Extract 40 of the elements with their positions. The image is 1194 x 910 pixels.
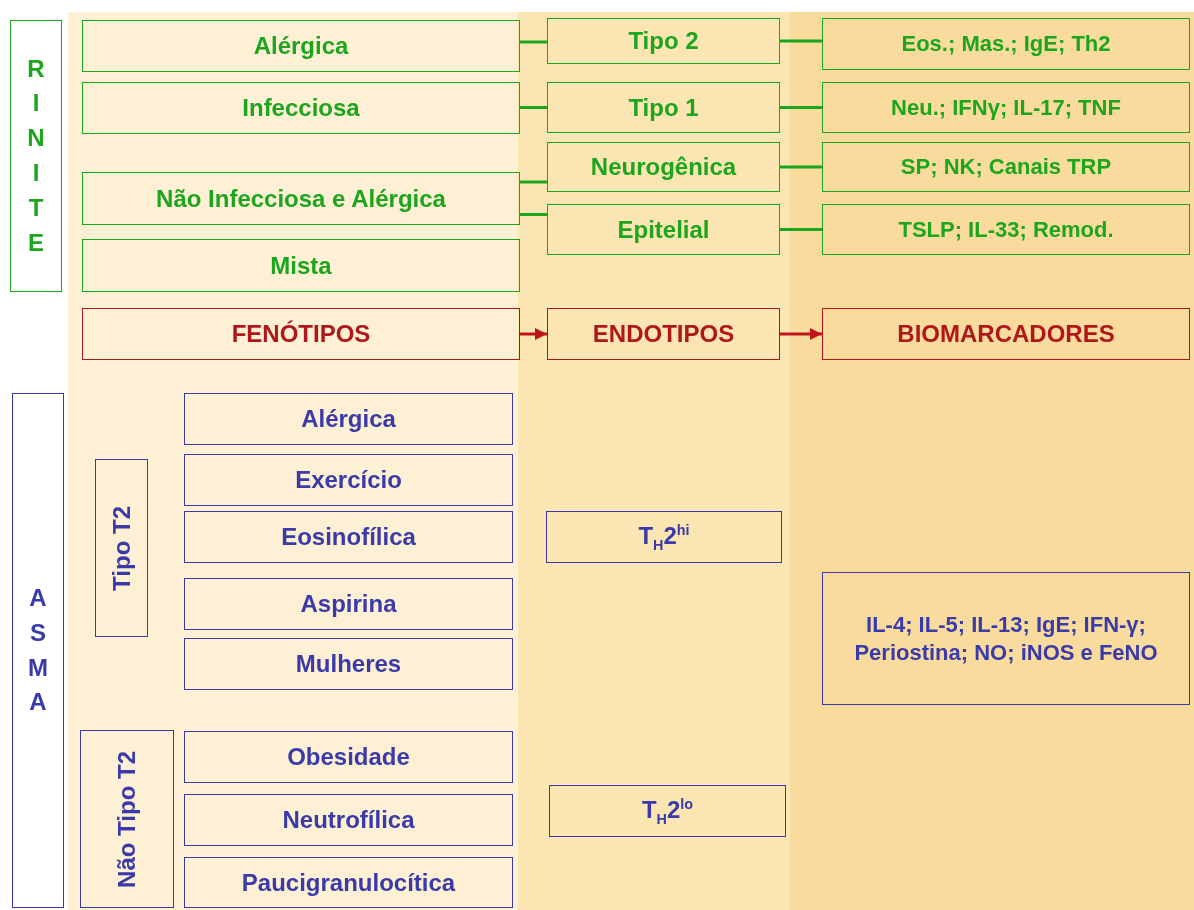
label-box: SP; NK; Canais TRP	[822, 142, 1190, 192]
label-box: Neu.; IFNγ; IL-17; TNF	[822, 82, 1190, 133]
label-box: Aspirina	[184, 578, 513, 630]
arrow	[520, 328, 547, 340]
connector-line	[780, 165, 822, 169]
label-box: Exercício	[184, 454, 513, 506]
label-box: Infecciosa	[82, 82, 520, 134]
label-box: Tipo 1	[547, 82, 780, 133]
group-box: ASMA	[12, 393, 64, 908]
label-box: Alérgica	[82, 20, 520, 72]
label-box: Alérgica	[184, 393, 513, 445]
label-box: IL-4; IL-5; IL-13; IgE; IFN-γ; Periostina; NO; iNOS e FeNO	[822, 572, 1190, 705]
connector-line	[780, 39, 822, 43]
label-box: Mista	[82, 239, 520, 292]
label-box: Neurogênica	[547, 142, 780, 192]
label-box: Não Infecciosa e Alérgica	[82, 172, 520, 225]
label-box: Tipo 2	[547, 18, 780, 64]
label-box: T$_{H}$2$^{lo}$	[549, 785, 786, 837]
connector-line	[780, 106, 822, 109]
label-box: Mulheres	[184, 638, 513, 690]
group-box: RINITE	[10, 20, 62, 292]
label-box: BIOMARCADORES	[822, 308, 1190, 360]
label-box: ENDOTIPOS	[547, 308, 780, 360]
arrow	[780, 328, 822, 340]
connector-line	[520, 40, 547, 44]
label-box: Eos.; Mas.; IgE; Th2	[822, 18, 1190, 70]
connector-line	[520, 106, 547, 109]
label-box: Paucigranulocítica	[184, 857, 513, 908]
label-box: T$_{H}$2$^{hi}$	[546, 511, 782, 563]
connector-line	[520, 213, 547, 216]
label-box: Eosinofílica	[184, 511, 513, 563]
label-box: TSLP; IL-33; Remod.	[822, 204, 1190, 255]
connector-line	[520, 180, 547, 184]
label-box: Obesidade	[184, 731, 513, 783]
label-box: Epitelial	[547, 204, 780, 255]
connector-line	[780, 228, 822, 231]
group-box: Tipo T2	[95, 459, 148, 637]
label-box: FENÓTIPOS	[82, 308, 520, 360]
group-box: Não Tipo T2	[80, 730, 174, 908]
label-box: Neutrofílica	[184, 794, 513, 846]
